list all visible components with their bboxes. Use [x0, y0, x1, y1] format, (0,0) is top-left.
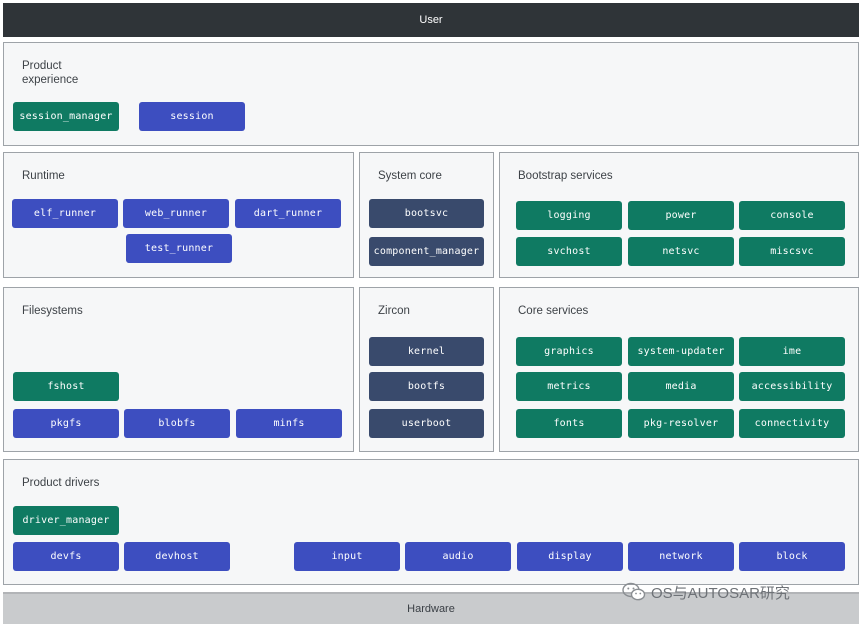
component-web-runner: web_runner	[123, 199, 229, 228]
component-audio: audio	[405, 542, 511, 571]
panel-title: Product experience	[22, 60, 79, 86]
panel-runtime: Runtime elf_runner web_runner dart_runne…	[3, 152, 354, 278]
component-session: session	[139, 102, 245, 131]
panel-core-services: Core services graphics system-updater im…	[499, 287, 859, 452]
hardware-layer-label: Hardware	[407, 603, 455, 615]
panel-zircon: Zircon kernel bootfs userboot	[359, 287, 494, 452]
component-metrics: metrics	[516, 372, 622, 401]
panel-title: Product drivers	[22, 477, 100, 489]
component-minfs: minfs	[236, 409, 342, 438]
component-connectivity: connectivity	[739, 409, 845, 438]
component-bootfs: bootfs	[369, 372, 484, 401]
component-bootsvc: bootsvc	[369, 199, 484, 228]
panel-filesystems: Filesystems fshost pkgfs blobfs minfs	[3, 287, 354, 452]
panel-title: Zircon	[378, 305, 410, 317]
component-userboot: userboot	[369, 409, 484, 438]
component-devhost: devhost	[124, 542, 230, 571]
component-graphics: graphics	[516, 337, 622, 366]
component-logging: logging	[516, 201, 622, 230]
component-block: block	[739, 542, 845, 571]
component-session-manager: session_manager	[13, 102, 119, 131]
wechat-icon	[622, 582, 646, 602]
hardware-layer-bar: Hardware	[3, 592, 859, 624]
watermark-text: OS与AUTOSAR研究	[651, 584, 790, 602]
component-driver-manager: driver_manager	[13, 506, 119, 535]
component-display: display	[517, 542, 623, 571]
panel-title: Core services	[518, 305, 589, 317]
component-pkg-resolver: pkg-resolver	[628, 409, 734, 438]
component-dart-runner: dart_runner	[235, 199, 341, 228]
panel-title: System core	[378, 170, 442, 182]
component-svchost: svchost	[516, 237, 622, 266]
component-network: network	[628, 542, 734, 571]
component-component-manager: component_manager	[369, 237, 484, 266]
component-pkgfs: pkgfs	[13, 409, 119, 438]
component-media: media	[628, 372, 734, 401]
panel-bootstrap-services: Bootstrap services logging power console…	[499, 152, 859, 278]
user-layer-label: User	[419, 14, 443, 26]
component-test-runner: test_runner	[126, 234, 232, 263]
watermark: OS与AUTOSAR研究	[622, 580, 790, 604]
component-fshost: fshost	[13, 372, 119, 401]
panel-title: Runtime	[22, 170, 65, 182]
component-ime: ime	[739, 337, 845, 366]
component-miscsvc: miscsvc	[739, 237, 845, 266]
component-blobfs: blobfs	[124, 409, 230, 438]
component-input: input	[294, 542, 400, 571]
component-console: console	[739, 201, 845, 230]
component-kernel: kernel	[369, 337, 484, 366]
component-elf-runner: elf_runner	[12, 199, 118, 228]
panel-product-experience: Product experience session_manager sessi…	[3, 42, 859, 146]
panel-system-core: System core bootsvc component_manager	[359, 152, 494, 278]
panel-title: Bootstrap services	[518, 170, 613, 182]
panel-product-drivers: Product drivers driver_manager devfs dev…	[3, 459, 859, 585]
panel-title: Filesystems	[22, 305, 83, 317]
user-layer-bar: User	[3, 3, 859, 37]
component-fonts: fonts	[516, 409, 622, 438]
component-accessibility: accessibility	[739, 372, 845, 401]
component-netsvc: netsvc	[628, 237, 734, 266]
component-system-updater: system-updater	[628, 337, 734, 366]
component-devfs: devfs	[13, 542, 119, 571]
component-power: power	[628, 201, 734, 230]
